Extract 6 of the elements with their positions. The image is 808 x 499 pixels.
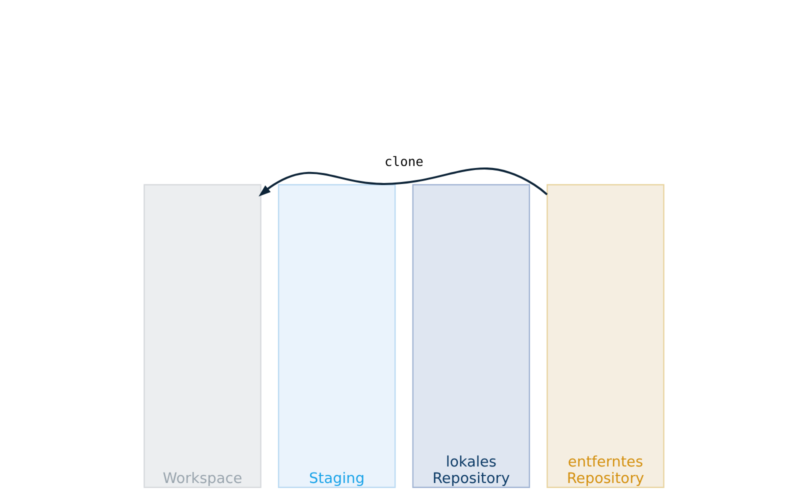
node-box: Staging	[278, 184, 396, 488]
arrow	[258, 168, 548, 196]
edge-label: clone	[384, 154, 424, 170]
node-box: entferntes Repository	[546, 184, 664, 488]
node-box: lokales Repository	[412, 184, 530, 488]
node-box: Workspace	[144, 184, 262, 488]
